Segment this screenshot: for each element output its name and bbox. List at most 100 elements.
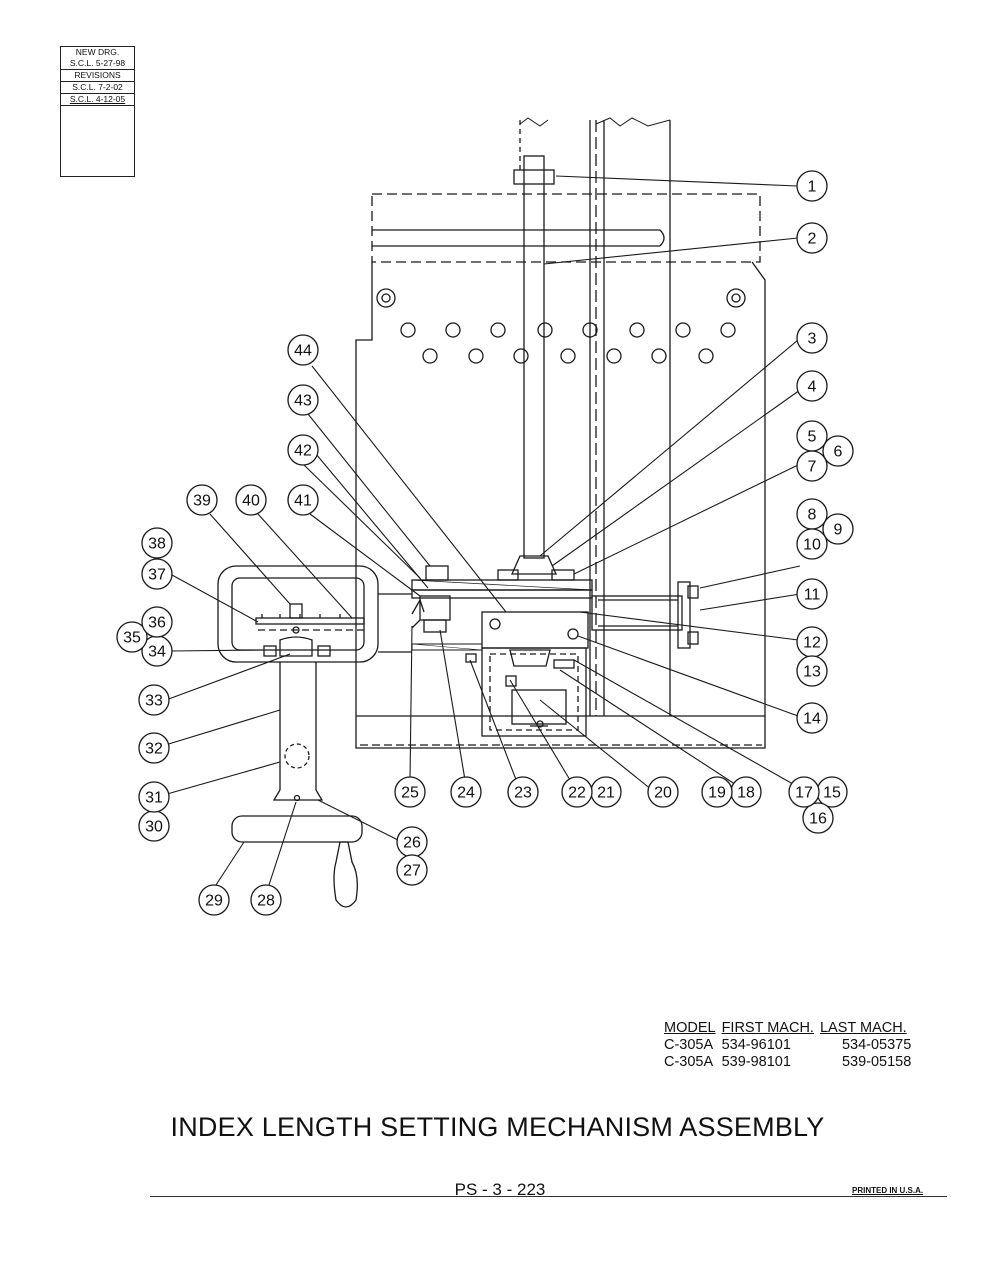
callout-41-label: 41	[294, 493, 312, 510]
callout-bubbles: 1 2 3 4 5 6 7 8 9 10 11 12 13 14 15 16 1…	[116, 170, 854, 916]
callout-31: 31	[138, 781, 170, 813]
right-cylinder	[591, 581, 699, 649]
callout-20-label: 20	[654, 785, 672, 802]
page-number: PS - 3 - 223	[454, 1180, 546, 1199]
callout-22-label: 22	[568, 785, 586, 802]
callout-2-label: 2	[808, 231, 817, 248]
revision-1: S.C.L. 7-2-02	[61, 81, 134, 93]
callout-9: 9	[822, 513, 854, 545]
callout-22: 22	[561, 776, 593, 808]
last-mach-cell: 539-05158	[841, 1054, 912, 1070]
callout-12-label: 12	[803, 635, 821, 652]
callout-42-label: 42	[294, 443, 312, 460]
callout-27: 27	[396, 854, 428, 886]
callout-24-label: 24	[457, 785, 475, 802]
table-row: C-305A 539-98101 539-05158	[664, 1054, 917, 1071]
new-drg-date: S.C.L. 5-27-98	[69, 58, 126, 68]
header-first-mach: FIRST MACH.	[721, 1020, 814, 1036]
callout-15-label: 15	[823, 785, 841, 802]
callout-11: 11	[796, 578, 828, 610]
callout-6: 6	[822, 435, 854, 467]
callout-13-label: 13	[803, 664, 821, 681]
callout-2: 2	[796, 222, 828, 254]
callout-25: 25	[394, 776, 426, 808]
new-drg-label: NEW DRG.	[61, 46, 134, 58]
callout-24: 24	[450, 776, 482, 808]
callout-40: 40	[235, 484, 267, 516]
callout-7: 7	[796, 450, 828, 482]
callout-7-label: 7	[808, 459, 817, 476]
callout-40-label: 40	[242, 493, 260, 510]
header-model: MODEL	[664, 1020, 716, 1036]
callout-6-label: 6	[834, 444, 843, 461]
callout-21-label: 21	[597, 785, 615, 802]
callout-13: 13	[796, 655, 828, 687]
callout-39: 39	[186, 484, 218, 516]
callout-18: 18	[730, 776, 762, 808]
header-last-mach: LAST MACH.	[819, 1020, 907, 1036]
callout-28: 28	[250, 884, 282, 916]
model-table-header: MODEL FIRST MACH. LAST MACH.	[664, 1020, 917, 1037]
vertical-rod	[510, 155, 558, 575]
callout-9-label: 9	[834, 522, 843, 539]
revision-blank	[61, 105, 134, 117]
callout-14: 14	[796, 702, 828, 734]
table-row: C-305A 534-96101 534-05375	[664, 1037, 917, 1054]
model-cell: C-305A	[664, 1054, 714, 1070]
callout-16-label: 16	[809, 811, 827, 828]
dial-assembly	[217, 565, 412, 908]
callout-1: 1	[796, 170, 828, 202]
callout-31-label: 31	[145, 790, 163, 807]
callout-32: 32	[138, 732, 170, 764]
callout-26: 26	[396, 826, 428, 858]
page-title: INDEX LENGTH SETTING MECHANISM ASSEMBLY	[170, 1112, 825, 1142]
callout-23: 23	[507, 776, 539, 808]
callout-19-label: 19	[708, 785, 726, 802]
callout-38: 38	[141, 527, 173, 559]
callout-37: 37	[141, 558, 173, 590]
callout-29: 29	[198, 884, 230, 916]
revision-block: NEW DRG. S.C.L. 5-27-98 REVISIONS S.C.L.…	[60, 46, 135, 177]
callout-28-label: 28	[257, 893, 275, 910]
callout-41: 41	[287, 484, 319, 516]
callout-35: 35	[116, 621, 148, 653]
callout-33-label: 33	[145, 693, 163, 710]
callout-15: 15	[816, 776, 848, 808]
callout-17-label: 17	[795, 785, 813, 802]
callout-8: 8	[796, 498, 828, 530]
callout-42: 42	[287, 434, 319, 466]
callout-37-label: 37	[148, 567, 166, 584]
callout-21: 21	[590, 776, 622, 808]
revisions-label: REVISIONS	[61, 69, 134, 81]
carriage-assembly	[411, 565, 593, 737]
callout-27-label: 27	[403, 863, 421, 880]
callout-39-label: 39	[193, 493, 211, 510]
callout-5: 5	[796, 420, 828, 452]
callout-4-label: 4	[808, 379, 817, 396]
callout-1-label: 1	[808, 179, 817, 196]
callout-20: 20	[647, 776, 679, 808]
first-mach-cell: 539-98101	[721, 1054, 791, 1070]
callout-44-label: 44	[294, 343, 312, 360]
callout-12: 12	[796, 626, 828, 658]
callout-32-label: 32	[145, 741, 163, 758]
last-mach-cell: 534-05375	[841, 1037, 912, 1053]
callout-8-label: 8	[808, 507, 817, 524]
leader-lines	[159, 175, 801, 889]
first-mach-cell: 534-96101	[721, 1037, 791, 1053]
revision-2: S.C.L. 4-12-05	[61, 93, 134, 105]
callout-35-label: 35	[123, 630, 141, 647]
callout-5-label: 5	[808, 429, 817, 446]
callout-18-label: 18	[737, 785, 755, 802]
callout-38-label: 38	[148, 536, 166, 553]
machine-frame	[355, 117, 766, 749]
callout-19: 19	[701, 776, 733, 808]
mechanism-drawing: 1 2 3 4 5 6 7 8 9 10 11 12 13 14 15 16 1…	[116, 117, 854, 916]
callout-44: 44	[287, 334, 319, 366]
callout-16: 16	[802, 802, 834, 834]
callout-34-label: 34	[148, 644, 166, 661]
callout-11-label: 11	[804, 587, 821, 604]
model-cell: C-305A	[664, 1037, 714, 1053]
footer-rule	[150, 1196, 947, 1197]
callout-17: 17	[788, 776, 820, 808]
